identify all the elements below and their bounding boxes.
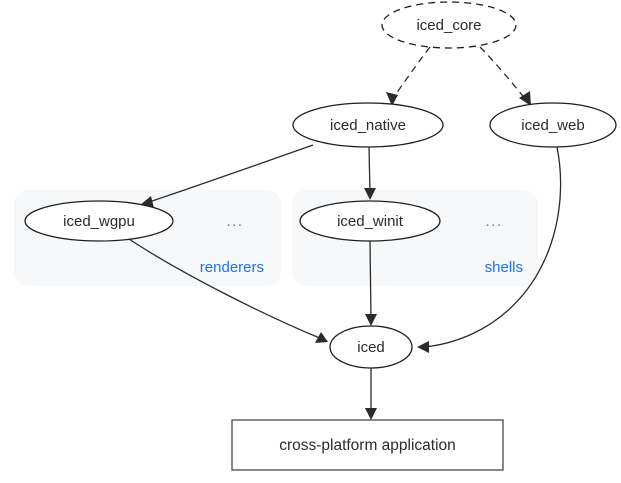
node-iced-wgpu-shape[interactable] [24,200,174,242]
edge-line [391,46,431,101]
node-iced-core-label: iced_core [416,17,481,34]
edge-arrowhead-icon [315,332,328,343]
node-application-shape[interactable] [231,419,504,471]
cluster-renderers-label: renderers [200,259,264,276]
node-application-label: cross-platform application [279,437,456,454]
edge-line [369,240,372,321]
edge-layer [128,46,562,420]
node-iced-label: iced [357,339,385,356]
node-iced-winit-shape[interactable] [299,200,441,242]
cluster-renderers-ellipsis: ... [226,213,243,230]
edge-iced-core-to-iced-web [479,46,531,106]
node-iced-winit[interactable]: iced_winit [299,200,441,242]
cluster-shells-ellipsis: ... [485,213,502,230]
node-iced-native-label: iced_native [330,117,406,134]
node-iced-core-shape[interactable] [381,1,517,49]
edge-arrowhead-icon [519,91,531,106]
node-iced-winit-label: iced_winit [337,213,404,230]
edge-arrowhead-icon [365,408,377,420]
node-application[interactable]: cross-platform application [231,419,504,471]
cluster-shells-label: shells [485,259,523,276]
edge-iced-to-application [365,368,377,420]
node-iced-core[interactable]: iced_core [381,1,517,49]
edge-iced-winit-to-iced [365,240,377,326]
edge-iced-native-to-iced-winit [364,146,376,200]
node-iced-web[interactable]: iced_web [489,102,617,148]
node-iced-native[interactable]: iced_native [292,102,444,148]
node-iced-web-shape[interactable] [489,102,617,148]
edge-iced-web-to-iced [417,146,562,353]
node-iced-wgpu-label: iced_wgpu [63,213,135,230]
edge-iced-core-to-iced-native [386,46,431,106]
node-iced[interactable]: iced [329,325,413,369]
edge-arrowhead-icon [417,341,429,353]
node-iced-shape[interactable] [329,325,413,369]
edge-arrowhead-icon [386,92,398,106]
node-iced-native-shape[interactable] [292,102,444,148]
edge-line [368,146,371,195]
edge-arrowhead-icon [364,188,376,200]
edge-line [128,238,323,340]
edge-iced-wgpu-to-iced [128,238,328,343]
node-iced-wgpu[interactable]: iced_wgpu [24,200,174,242]
node-iced-web-label: iced_web [521,117,584,134]
edge-line [479,46,528,102]
edge-line [422,146,562,348]
edge-arrowhead-icon [365,314,377,326]
edge-line [145,144,314,204]
